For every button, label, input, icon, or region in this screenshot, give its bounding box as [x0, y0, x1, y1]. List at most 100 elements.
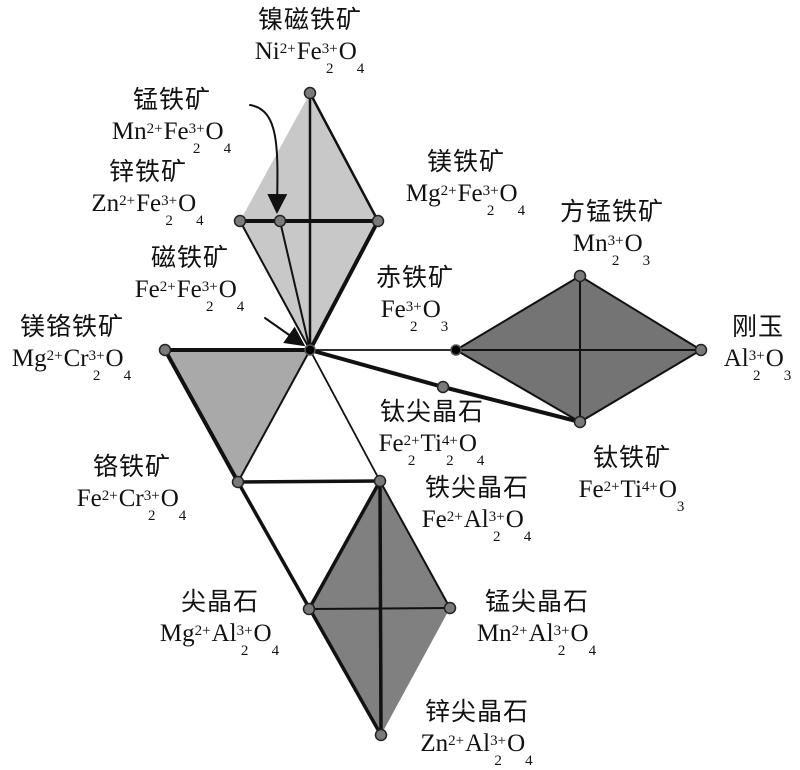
charge-index: 4	[589, 634, 597, 662]
edge	[455, 349, 581, 423]
mineral-name: 方锰铁矿	[559, 199, 665, 226]
mineral-name: 刚玉	[731, 314, 784, 341]
subscript: 2	[611, 253, 620, 269]
subscript: 4	[223, 141, 232, 157]
element-symbol: Al	[211, 620, 237, 647]
subscript: 4	[523, 529, 532, 545]
subscript: 3	[440, 319, 449, 335]
mineral-name: 赤铁矿	[375, 265, 455, 292]
subscript: 3	[783, 368, 792, 384]
edge	[441, 385, 582, 424]
charge-index: 2+	[47, 349, 63, 387]
subscript	[604, 500, 620, 514]
mineral-name: 锌铁矿	[108, 159, 187, 186]
charge-index: 3	[784, 359, 792, 387]
node-franklinite	[233, 214, 247, 228]
element-symbol: Fe	[136, 190, 162, 217]
element-symbol: Fe	[578, 476, 604, 503]
charge-index: 2+	[280, 42, 296, 80]
superscript: 3+	[748, 348, 765, 364]
element-symbol: Cr	[63, 345, 89, 372]
superscript: 3+	[490, 733, 507, 749]
element-symbol: Mn	[111, 118, 147, 145]
superscript: 2+	[279, 41, 296, 57]
edge	[309, 349, 381, 482]
superscript: 2+	[101, 488, 118, 504]
element-symbol: O	[422, 296, 441, 323]
subscript: 3	[642, 253, 651, 269]
element-symbol: Mn	[572, 230, 608, 257]
charge-index: 3+2	[489, 510, 505, 548]
node-ilmenite	[573, 415, 587, 429]
superscript: 3+	[607, 233, 624, 249]
edge	[308, 91, 380, 223]
superscript: 2+	[146, 121, 163, 137]
edge	[308, 219, 380, 352]
element-symbol: Zn	[420, 730, 449, 757]
charge-index: 3+2	[554, 624, 570, 662]
edge	[237, 349, 311, 483]
element-symbol: O	[499, 180, 518, 207]
element-symbol: Fe	[296, 38, 322, 65]
mineral-name: 铬铁矿	[92, 454, 171, 481]
superscript: 2+	[448, 733, 465, 749]
element-symbol: O	[505, 506, 524, 533]
edge	[236, 479, 382, 484]
element-symbol: Al	[463, 506, 489, 533]
mineral-name: 磁铁矿	[150, 245, 229, 272]
mineral-name: 镁铬铁矿	[19, 314, 125, 341]
charge-index: 3+2	[490, 734, 506, 770]
node-bixbyite	[573, 269, 587, 283]
node-jacobsite	[273, 214, 287, 228]
subscript: 2	[240, 643, 249, 659]
charge-index: 3	[677, 490, 685, 518]
charge-index: 3+2	[161, 194, 177, 232]
subscript: 2	[192, 141, 201, 157]
subscript: 2	[92, 368, 101, 384]
element-symbol: O	[658, 476, 677, 503]
element-symbol: O	[624, 230, 643, 257]
subscript	[47, 369, 63, 383]
element-symbol: O	[253, 620, 272, 647]
superscript: 3+	[405, 299, 422, 315]
arrow-icon	[264, 317, 306, 347]
charge-index: 3+2	[144, 489, 160, 527]
mineral-name: 铁尖晶石	[424, 475, 529, 502]
subscript: 4	[476, 453, 485, 469]
node-ulvospinel	[436, 380, 450, 394]
edge	[379, 480, 451, 609]
subscript: 2	[752, 368, 761, 384]
subscript: 2	[494, 753, 502, 769]
subscript	[147, 142, 163, 156]
charge-index: 4	[272, 634, 280, 662]
superscript: 4+	[641, 479, 658, 495]
charge-index: 4+2	[442, 434, 458, 472]
element-symbol: O	[218, 276, 237, 303]
subscript: 2	[409, 319, 418, 335]
element-symbol: O	[105, 345, 124, 372]
charge-index: 3+2	[749, 349, 765, 387]
subscript	[447, 530, 463, 544]
superscript: 4+	[441, 433, 458, 449]
superscript: 3+	[488, 509, 505, 525]
superscript: 3+	[321, 41, 338, 57]
element-symbol: Ni	[254, 38, 280, 65]
edge	[308, 348, 445, 389]
charge-index: 4	[124, 359, 132, 387]
edge	[308, 607, 451, 610]
element-symbol: Al	[723, 345, 749, 372]
